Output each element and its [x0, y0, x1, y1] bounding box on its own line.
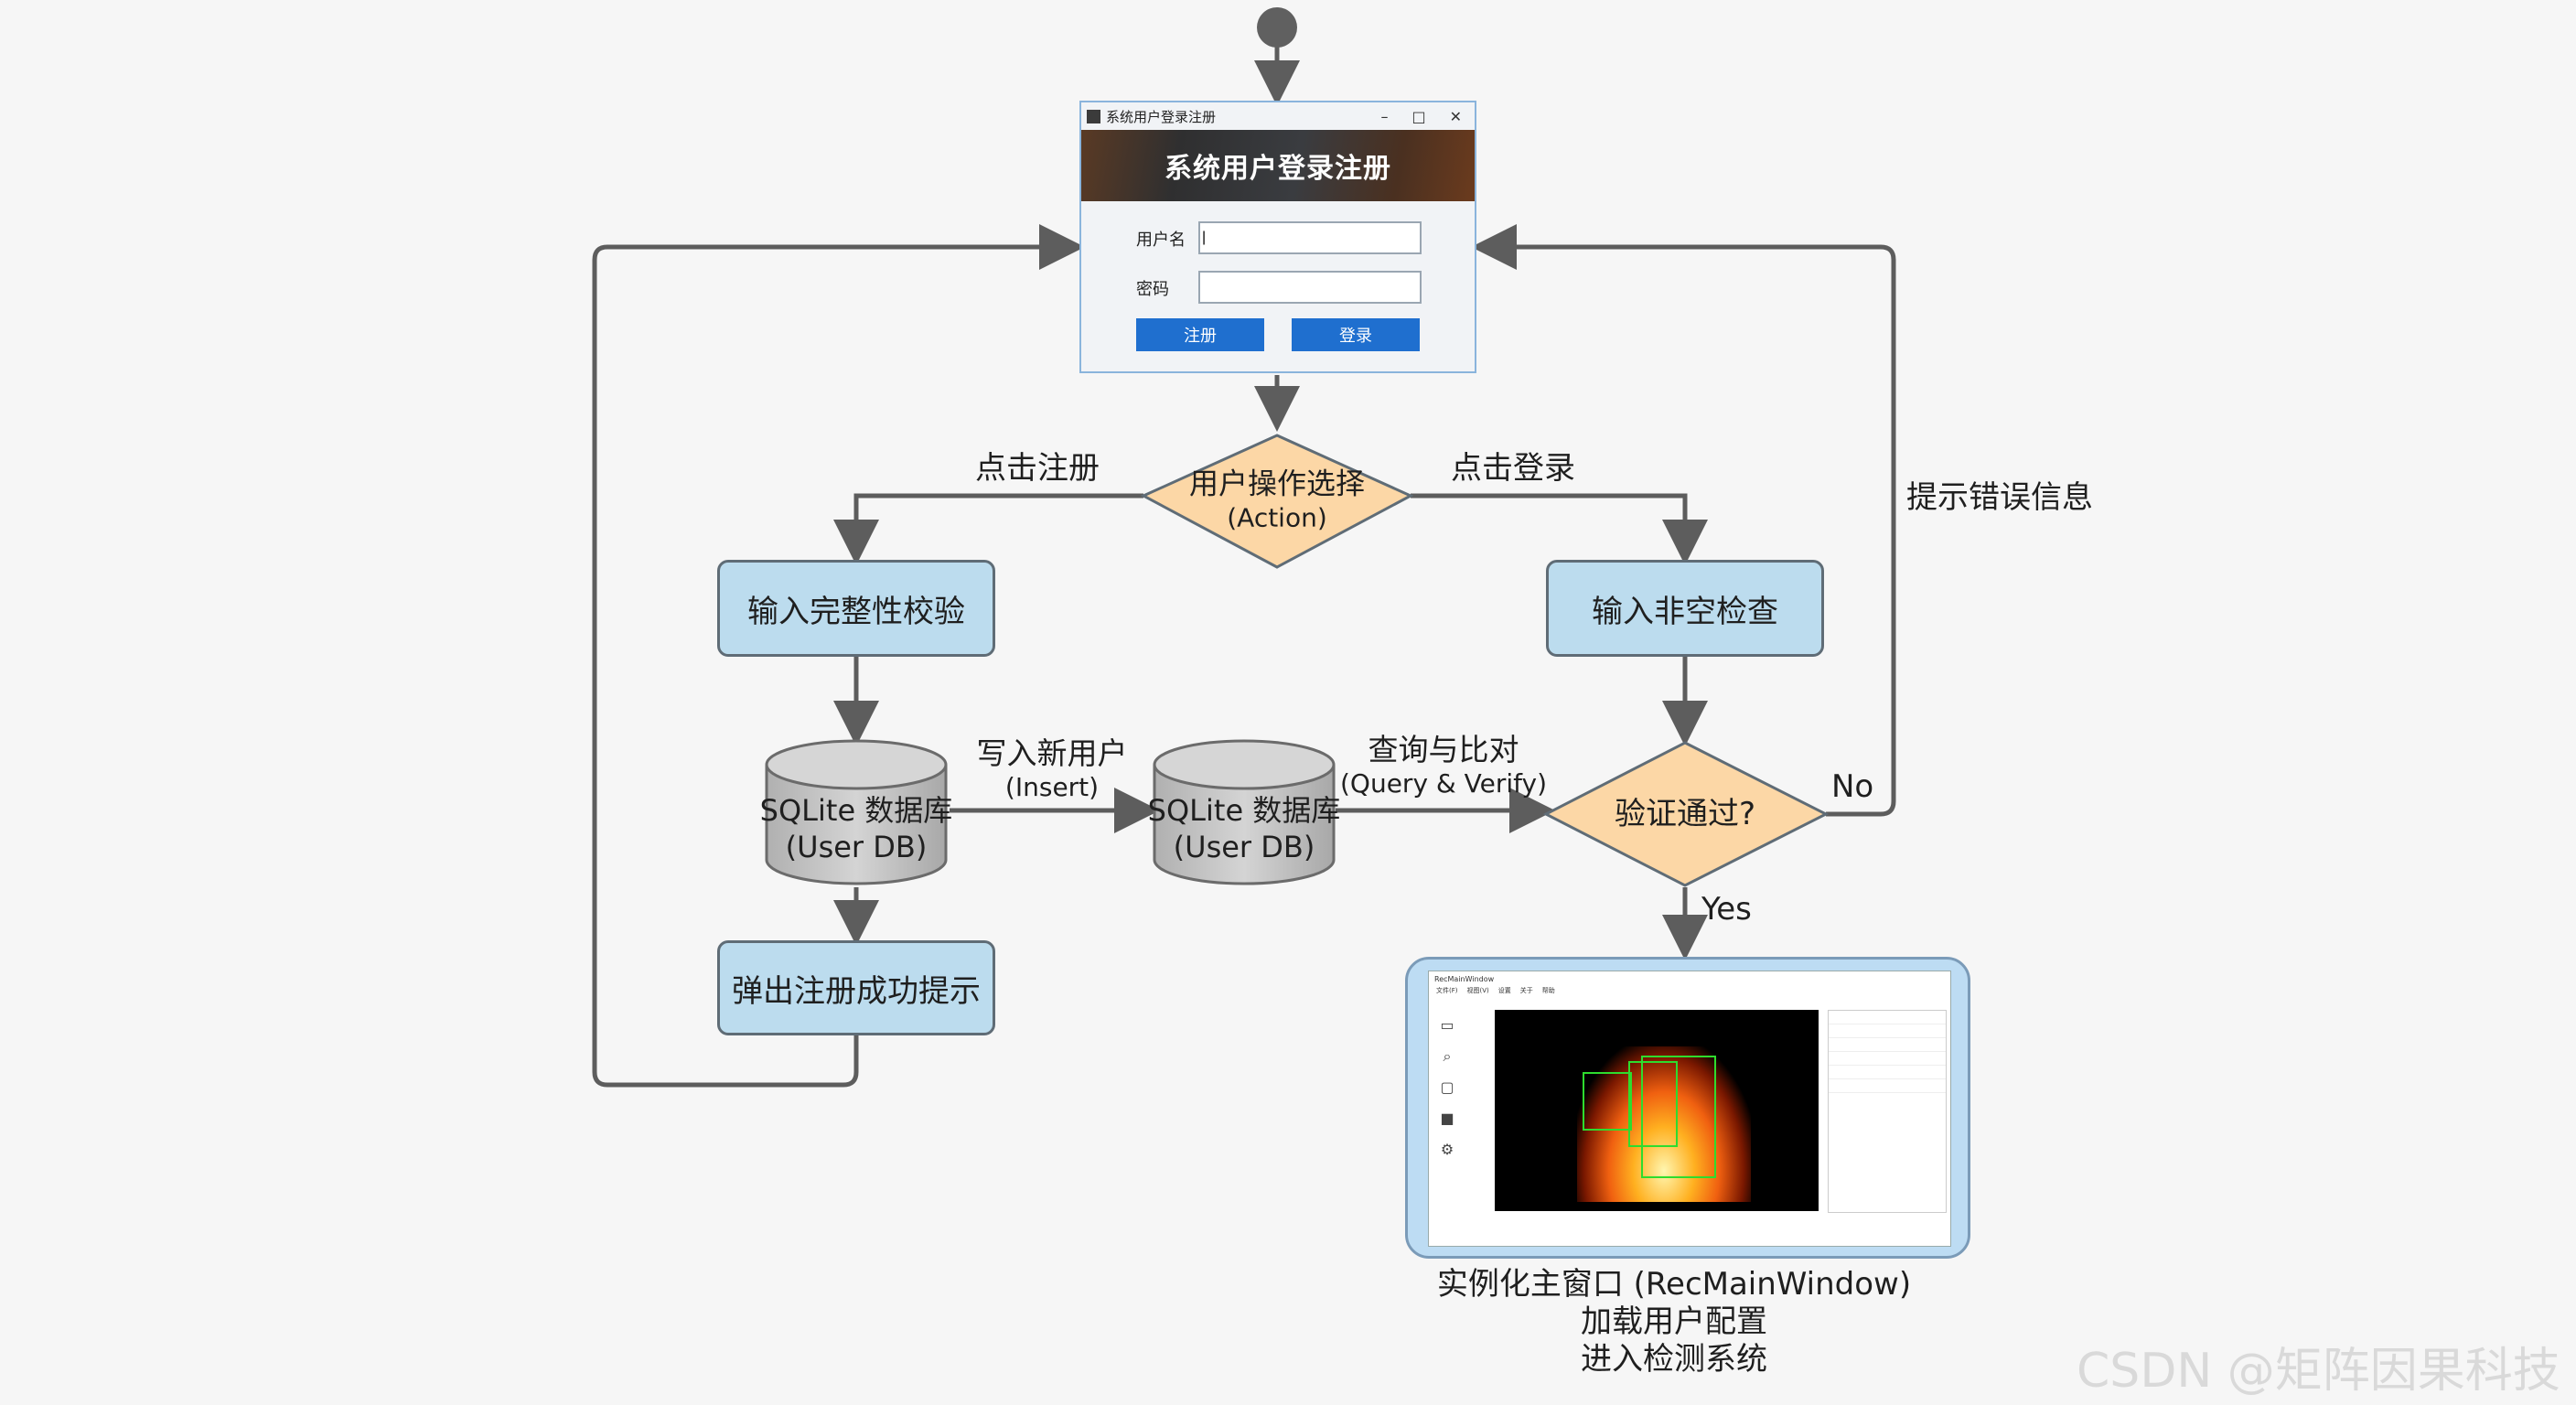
db-right-line2: (User DB): [1173, 830, 1315, 864]
banner-title: 系统用户登录注册: [1165, 153, 1391, 185]
main-window: RecMainWindow 文件(F) 视图(V) 设置 关于 帮助 ▭ ⌕ ▢…: [1428, 971, 1951, 1247]
label-no: No: [1831, 768, 1874, 805]
detection-box: [1628, 1061, 1678, 1147]
main-menu: 文件(F) 视图(V) 设置 关于 帮助: [1429, 986, 1950, 997]
close-button[interactable]: ✕: [1449, 107, 1462, 125]
edge-decision-register: [833, 493, 1143, 565]
label-query-line1: 查询与比对: [1368, 732, 1519, 767]
main-window-caption: 实例化主窗口 (RecMainWindow) 加载用户配置 进入检测系统: [1437, 1266, 1911, 1378]
action-decision-line2: (Action): [1227, 502, 1327, 533]
gear-icon[interactable]: ⚙: [1440, 1141, 1454, 1158]
label-insert: 写入新用户 (Insert): [977, 735, 1128, 802]
db-left-line1: SQLite 数据库: [759, 793, 953, 828]
register-validate-box: 输入完整性校验: [717, 560, 995, 657]
label-yes: Yes: [1701, 891, 1752, 928]
register-success-box: 弹出注册成功提示: [717, 940, 995, 1035]
maximize-button[interactable]: □: [1411, 107, 1426, 125]
menu-settings[interactable]: 设置: [1497, 987, 1511, 994]
db-right-shape: [1153, 739, 1336, 885]
caption-line2: 加载用户配置: [1581, 1303, 1767, 1340]
minimize-button[interactable]: –: [1380, 107, 1389, 125]
label-click-register: 点击注册: [975, 450, 1100, 487]
login-banner: 系统用户登录注册: [1081, 130, 1475, 201]
db-left-text: SQLite 数据库 (User DB): [760, 792, 953, 865]
start-node: [1257, 7, 1297, 48]
username-input[interactable]: [1198, 221, 1422, 254]
main-sidebar: ▭ ⌕ ▢ ■ ⚙: [1434, 1008, 1462, 1200]
label-show-error: 提示错误信息: [1906, 479, 2093, 516]
main-window-title: RecMainWindow: [1434, 974, 1495, 983]
password-input[interactable]: [1198, 271, 1422, 304]
search-icon[interactable]: ⌕: [1443, 1047, 1452, 1065]
results-panel: [1828, 1010, 1947, 1213]
status-bar: [1465, 1220, 1941, 1239]
login-window-title: 系统用户登录注册: [1106, 108, 1217, 125]
label-insert-line2: (Insert): [1004, 771, 1100, 802]
menu-file[interactable]: 文件(F): [1436, 987, 1458, 994]
detection-box: [1641, 1056, 1716, 1178]
main-window-frame: RecMainWindow 文件(F) 视图(V) 设置 关于 帮助 ▭ ⌕ ▢…: [1405, 957, 1970, 1259]
menu-about[interactable]: 关于: [1519, 987, 1533, 994]
db-left-line2: (User DB): [785, 830, 928, 864]
db-left-shape: [765, 739, 948, 885]
db-right-line1: SQLite 数据库: [1147, 793, 1341, 828]
action-decision-text: 用户操作选择 (Action): [1189, 466, 1365, 534]
detection-box: [1583, 1072, 1632, 1131]
display-icon[interactable]: ▢: [1440, 1078, 1454, 1096]
verify-decision-text: 验证通过?: [1614, 795, 1756, 832]
login-titlebar: 系统用户登录注册 – □ ✕: [1081, 102, 1475, 130]
menu-view[interactable]: 视图(V): [1466, 987, 1489, 994]
camera-icon[interactable]: ■: [1440, 1110, 1454, 1127]
watermark: CSDN @矩阵因果科技: [2077, 1344, 2560, 1399]
label-query: 查询与比对 (Query & Verify): [1340, 732, 1547, 799]
app-icon: [1087, 109, 1100, 123]
register-button[interactable]: 注册: [1136, 318, 1264, 351]
menu-help[interactable]: 帮助: [1541, 987, 1555, 994]
label-query-line2: (Query & Verify): [1339, 767, 1548, 799]
action-decision: [1140, 434, 1414, 569]
password-label: 密码: [1136, 280, 1169, 299]
caption-line1: 实例化主窗口 (RecMainWindow): [1436, 1266, 1912, 1303]
edge-decision-login: [1411, 493, 1708, 565]
main-window-titlebar: RecMainWindow: [1429, 971, 1950, 986]
monitor-icon[interactable]: ▭: [1440, 1016, 1454, 1034]
label-insert-line1: 写入新用户: [976, 735, 1128, 771]
action-decision-line1: 用户操作选择: [1188, 466, 1366, 501]
caption-line3: 进入检测系统: [1581, 1340, 1767, 1378]
edge-success-loop: [592, 224, 1085, 1088]
username-label: 用户名: [1136, 231, 1186, 250]
login-check-box: 输入非空检查: [1546, 560, 1824, 657]
login-button[interactable]: 登录: [1292, 318, 1420, 351]
db-right-text: SQLite 数据库 (User DB): [1148, 792, 1341, 865]
verify-decision: [1542, 741, 1830, 887]
detection-video: [1495, 1010, 1819, 1211]
login-window: 系统用户登录注册 – □ ✕ 系统用户登录注册 用户名 密码 注册 登录: [1079, 101, 1476, 373]
label-click-login: 点击登录: [1451, 450, 1575, 487]
edge-no-loop: [1471, 224, 1896, 817]
